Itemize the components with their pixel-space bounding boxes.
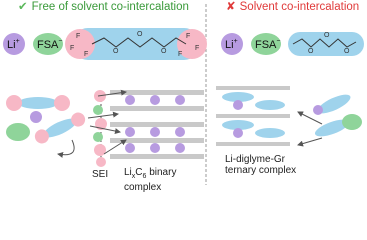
- diglyme-molecule: [317, 94, 351, 114]
- ether-oxygen-2: O: [324, 32, 330, 39]
- left-panel-title: ✔Free of solvent co-intercalation: [18, 0, 189, 14]
- intercalated-lithium: [125, 143, 135, 153]
- sei-particle: [93, 132, 103, 142]
- ether-oxygen-3: O: [344, 48, 350, 55]
- checkmark-icon: ✔: [18, 1, 28, 13]
- solvent-molecule: [6, 95, 70, 111]
- lithium-ion: [30, 111, 42, 123]
- cross-icon: ✘: [226, 1, 236, 13]
- desolvation-arrow: [57, 139, 75, 158]
- intercalated-lithium: [150, 143, 160, 153]
- cointercalated-lithium: [233, 128, 243, 138]
- right-graphite: [216, 86, 362, 147]
- cointercalated-diglyme: [255, 128, 285, 138]
- solvent-skeleton: [91, 37, 187, 48]
- intercalated-lithium: [150, 95, 160, 105]
- diglyme-molecule: [314, 119, 350, 137]
- fluorine-label: F: [186, 33, 190, 40]
- anion-icon: [33, 33, 63, 55]
- lithium-ion-label: Li+: [7, 38, 20, 51]
- ether-oxygen-2: O: [137, 31, 143, 38]
- lithium-ion: [313, 105, 323, 115]
- sei-particle: [94, 144, 106, 156]
- cointercalated-diglyme: [255, 100, 285, 110]
- left-title-text: Free of solvent co-intercalation: [31, 1, 189, 13]
- right-legend: Li+ FSA− O O O: [221, 32, 364, 56]
- fluorine-label: F: [76, 33, 80, 40]
- binary-complex-label: LixC6 binary complex: [124, 167, 177, 193]
- diglyme-skeleton: [292, 38, 357, 48]
- cointercalated-diglyme: [222, 92, 254, 102]
- intercalation-arrow: [87, 111, 119, 119]
- ternary-complex-label: Li-diglyme-Gr ternary complex: [225, 154, 297, 176]
- intercalation-arrow: [89, 125, 121, 134]
- intercalation-arrow: [103, 139, 127, 155]
- anion-label: FSA−: [37, 38, 63, 51]
- intercalated-lithium: [150, 127, 160, 137]
- fluorine-label: F: [178, 51, 182, 58]
- lithium-ion-icon: [221, 33, 243, 55]
- graphite-layer: [110, 122, 204, 127]
- fluoro-end-right: [177, 29, 207, 59]
- graphite-layer: [216, 114, 290, 118]
- lithium-ion-label: Li+: [225, 38, 238, 51]
- graphite-layer: [110, 154, 204, 159]
- fluorine-label: F: [195, 45, 199, 52]
- anion: [6, 123, 30, 141]
- graphite-layer: [216, 142, 290, 146]
- anion-icon: [251, 33, 281, 55]
- intercalation-arrow: [97, 89, 127, 97]
- sei-particle: [95, 118, 107, 130]
- ether-oxygen-1: O: [308, 48, 314, 55]
- fluorine-label: F: [70, 45, 74, 52]
- intercalated-lithium: [125, 127, 135, 137]
- sei-label: SEI: [92, 169, 109, 180]
- sei-particle: [93, 105, 103, 115]
- right-panel-title: ✘Solvent co-intercalation: [226, 0, 359, 14]
- lithium-ion-icon: [3, 33, 25, 55]
- right-title-text: Solvent co-intercalation: [239, 1, 360, 13]
- graphical-abstract: ✔Free of solvent co-intercalation ✘Solve…: [3, 0, 364, 193]
- graphite-layer: [110, 106, 204, 111]
- graphite-layer: [216, 86, 290, 90]
- diagram-canvas: Li+ FSA− O O O F F F F F F: [3, 4, 364, 185]
- intercalated-lithium: [175, 95, 185, 105]
- intercalated-lithium: [125, 95, 135, 105]
- fluorine-label: F: [84, 51, 88, 58]
- cointercalated-diglyme: [222, 120, 254, 130]
- intercalated-lithium: [175, 143, 185, 153]
- intercalated-lithium: [175, 127, 185, 137]
- ether-oxygen-3: O: [161, 48, 167, 55]
- anion-label: FSA−: [255, 38, 281, 51]
- anion: [342, 114, 362, 130]
- fluoro-end-left: [65, 29, 95, 59]
- left-legend: Li+ FSA− O O O F F F F F F: [3, 28, 207, 60]
- graphite-layer: [110, 90, 204, 95]
- left-graphite: [6, 89, 204, 168]
- graphite-layer: [110, 138, 204, 143]
- ether-oxygen-1: O: [113, 48, 119, 55]
- solvent-molecule: [34, 112, 86, 144]
- cointercalation-arrow: [297, 111, 323, 125]
- cointercalated-lithium: [233, 100, 243, 110]
- sei-particle: [96, 157, 106, 167]
- cointercalation-arrow: [297, 137, 323, 147]
